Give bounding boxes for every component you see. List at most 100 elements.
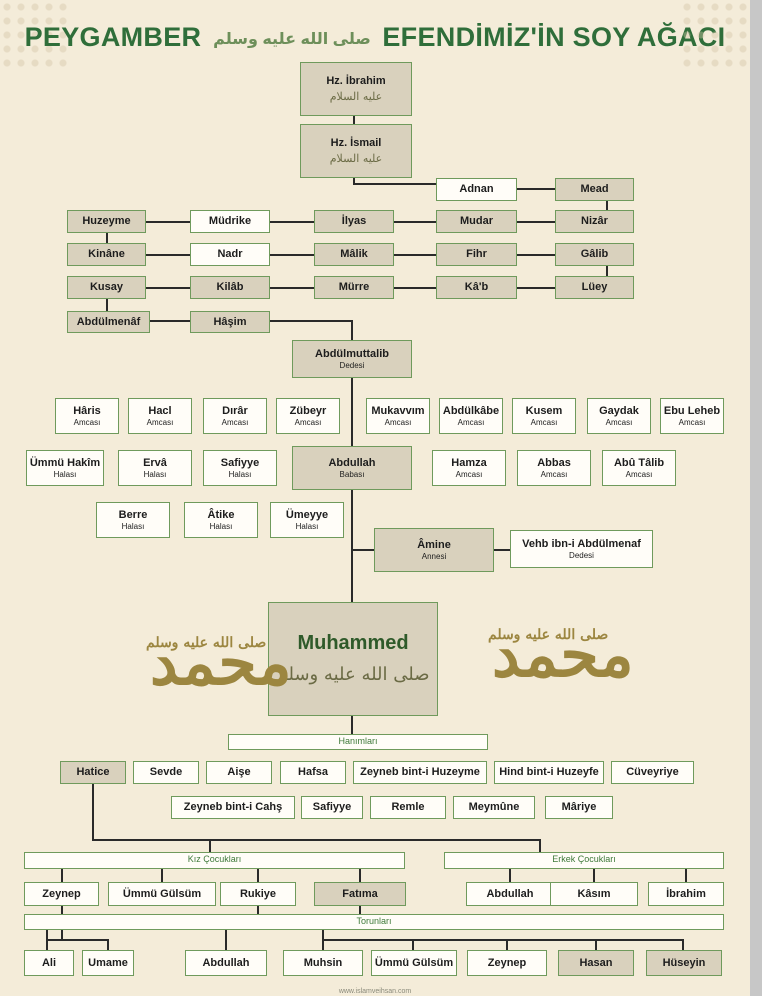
node-name: Remle <box>391 801 425 814</box>
node-ibrahim-son: İbrahim <box>648 882 724 906</box>
node-role: Amcası <box>73 417 101 427</box>
node-name: Abdülmuttalib <box>315 348 389 361</box>
node-name: Gaydak <box>599 405 639 418</box>
node-name: Abdülmenâf <box>76 315 141 328</box>
salawat-calligraphy: صلى الله عليه وسلم <box>213 30 371 48</box>
node-role: Amcası <box>146 417 174 427</box>
node-name: Kâsım <box>577 887 611 900</box>
node-name: Hafsa <box>298 766 328 779</box>
node-malik: Mâlik <box>314 243 394 266</box>
node-ilyas: İlyas <box>314 210 394 233</box>
node-mariye: Mâriye <box>545 796 613 819</box>
node-zeynep-daughter: Zeynep <box>24 882 99 906</box>
salawat-calligraphy: صلى الله عليه وسلم <box>276 664 430 686</box>
grandchildren-label-bar: Torunları <box>24 914 724 930</box>
node-abdulmenaf: Abdülmenâf <box>67 311 150 333</box>
node-name: Fihr <box>466 248 487 261</box>
node-name: Umame <box>88 956 128 969</box>
node-name: Âtike <box>207 509 235 522</box>
node-huseyin: Hüseyin <box>646 950 722 976</box>
node-name: Meymûne <box>468 801 520 814</box>
node-kusay: Kusay <box>67 276 146 299</box>
node-name: Huzeyme <box>82 215 131 228</box>
node-kinane: Kinâne <box>67 243 146 266</box>
screenshot-edge <box>750 0 762 996</box>
node-name: Ümmü Gülsüm <box>374 956 454 969</box>
calligraphy-text: محمد <box>492 618 634 691</box>
calligraphy-salawat-small: صلى الله عليه وسلم <box>488 627 609 643</box>
daughters-label-bar: Kız Çocukları <box>24 852 405 869</box>
node-role: Amcası <box>221 417 249 427</box>
node-name: Hatice <box>76 766 110 779</box>
node-name: Muhammed <box>297 632 409 655</box>
node-name: Mâlik <box>340 248 368 261</box>
node-role: Halası <box>228 469 252 479</box>
node-name: Hacl <box>148 405 172 418</box>
node-role: Halası <box>209 521 233 531</box>
node-abdulmuttalib: Abdülmuttalib Dedesi <box>292 340 412 378</box>
node-name: Ali <box>41 956 57 969</box>
title-part-2: EFENDİMİZ'İN SOY AĞACI <box>382 22 726 52</box>
muhammad-calligraphy-right: صلى الله عليه وسلم محمد <box>488 624 634 686</box>
node-name: İlyas <box>341 215 367 228</box>
node-name: Cüveyriye <box>626 766 679 779</box>
node-name: Zeyneb bint-i Huzeyme <box>360 766 480 779</box>
node-fatima: Fatıma <box>314 882 406 906</box>
footer-url: www.islamveihsan.com <box>338 988 412 995</box>
node-role: Dedesi <box>569 550 594 560</box>
node-name: Mudar <box>460 215 493 228</box>
node-ali: Ali <box>24 950 74 976</box>
muhammad-calligraphy-left: صلى الله عليه وسلم محمد <box>146 632 292 694</box>
node-role: Halası <box>53 469 77 479</box>
node-name: Adnan <box>459 183 494 196</box>
node-name: Abdullah <box>486 887 534 900</box>
node-role: Amcası <box>625 469 653 479</box>
node-name: Kusay <box>89 281 124 294</box>
node-mead: Mead <box>555 178 634 201</box>
node-muhsin: Muhsin <box>283 950 363 976</box>
node-hasim: Hâşim <box>190 311 270 333</box>
node-name: Abû Tâlib <box>613 457 665 470</box>
node-name: Ümmü Gülsüm <box>122 887 202 900</box>
node-galib: Gâlib <box>555 243 634 266</box>
node-name: Hz. İsmail <box>330 136 382 149</box>
node-abdullah-son: Abdullah <box>466 882 554 906</box>
node-mudar: Mudar <box>436 210 517 233</box>
node-name: Kâ'b <box>464 281 489 294</box>
node-amine: Âmine Annesi <box>374 528 494 572</box>
node-name: Dırâr <box>222 405 248 418</box>
node-name: Nizâr <box>581 215 608 228</box>
node-name: Rukiye <box>239 887 277 900</box>
node-murre: Mürre <box>314 276 394 299</box>
node-name: Abbas <box>537 457 571 470</box>
title-part-1: PEYGAMBER <box>24 22 202 52</box>
node-abdullah-father: Abdullah Babası <box>292 446 412 490</box>
node-name: Hind bint-i Huzeyfe <box>499 766 599 779</box>
node-name: Kusem <box>525 405 563 418</box>
node-name: Kinâne <box>88 248 125 261</box>
node-name: Mukavvım <box>371 405 425 418</box>
node-kasim: Kâsım <box>550 882 638 906</box>
node-ismail: Hz. İsmail عليه السلام <box>300 124 412 178</box>
node-name: Zeynep <box>42 887 81 900</box>
node-role: Halası <box>295 521 319 531</box>
node-meymune: Meymûne <box>453 796 535 819</box>
node-nizar: Nizâr <box>555 210 634 233</box>
node-umame: Umame <box>82 950 134 976</box>
aleyhisselam-calligraphy: عليه السلام <box>329 89 383 103</box>
node-name: Zeyneb bint-i Cahş <box>183 801 283 814</box>
node-ibrahim: Hz. İbrahim عليه السلام <box>300 62 412 116</box>
node-hind-huzeyfe: Hind bint-i Huzeyfe <box>494 761 604 784</box>
node-hasan: Hasan <box>558 950 634 976</box>
